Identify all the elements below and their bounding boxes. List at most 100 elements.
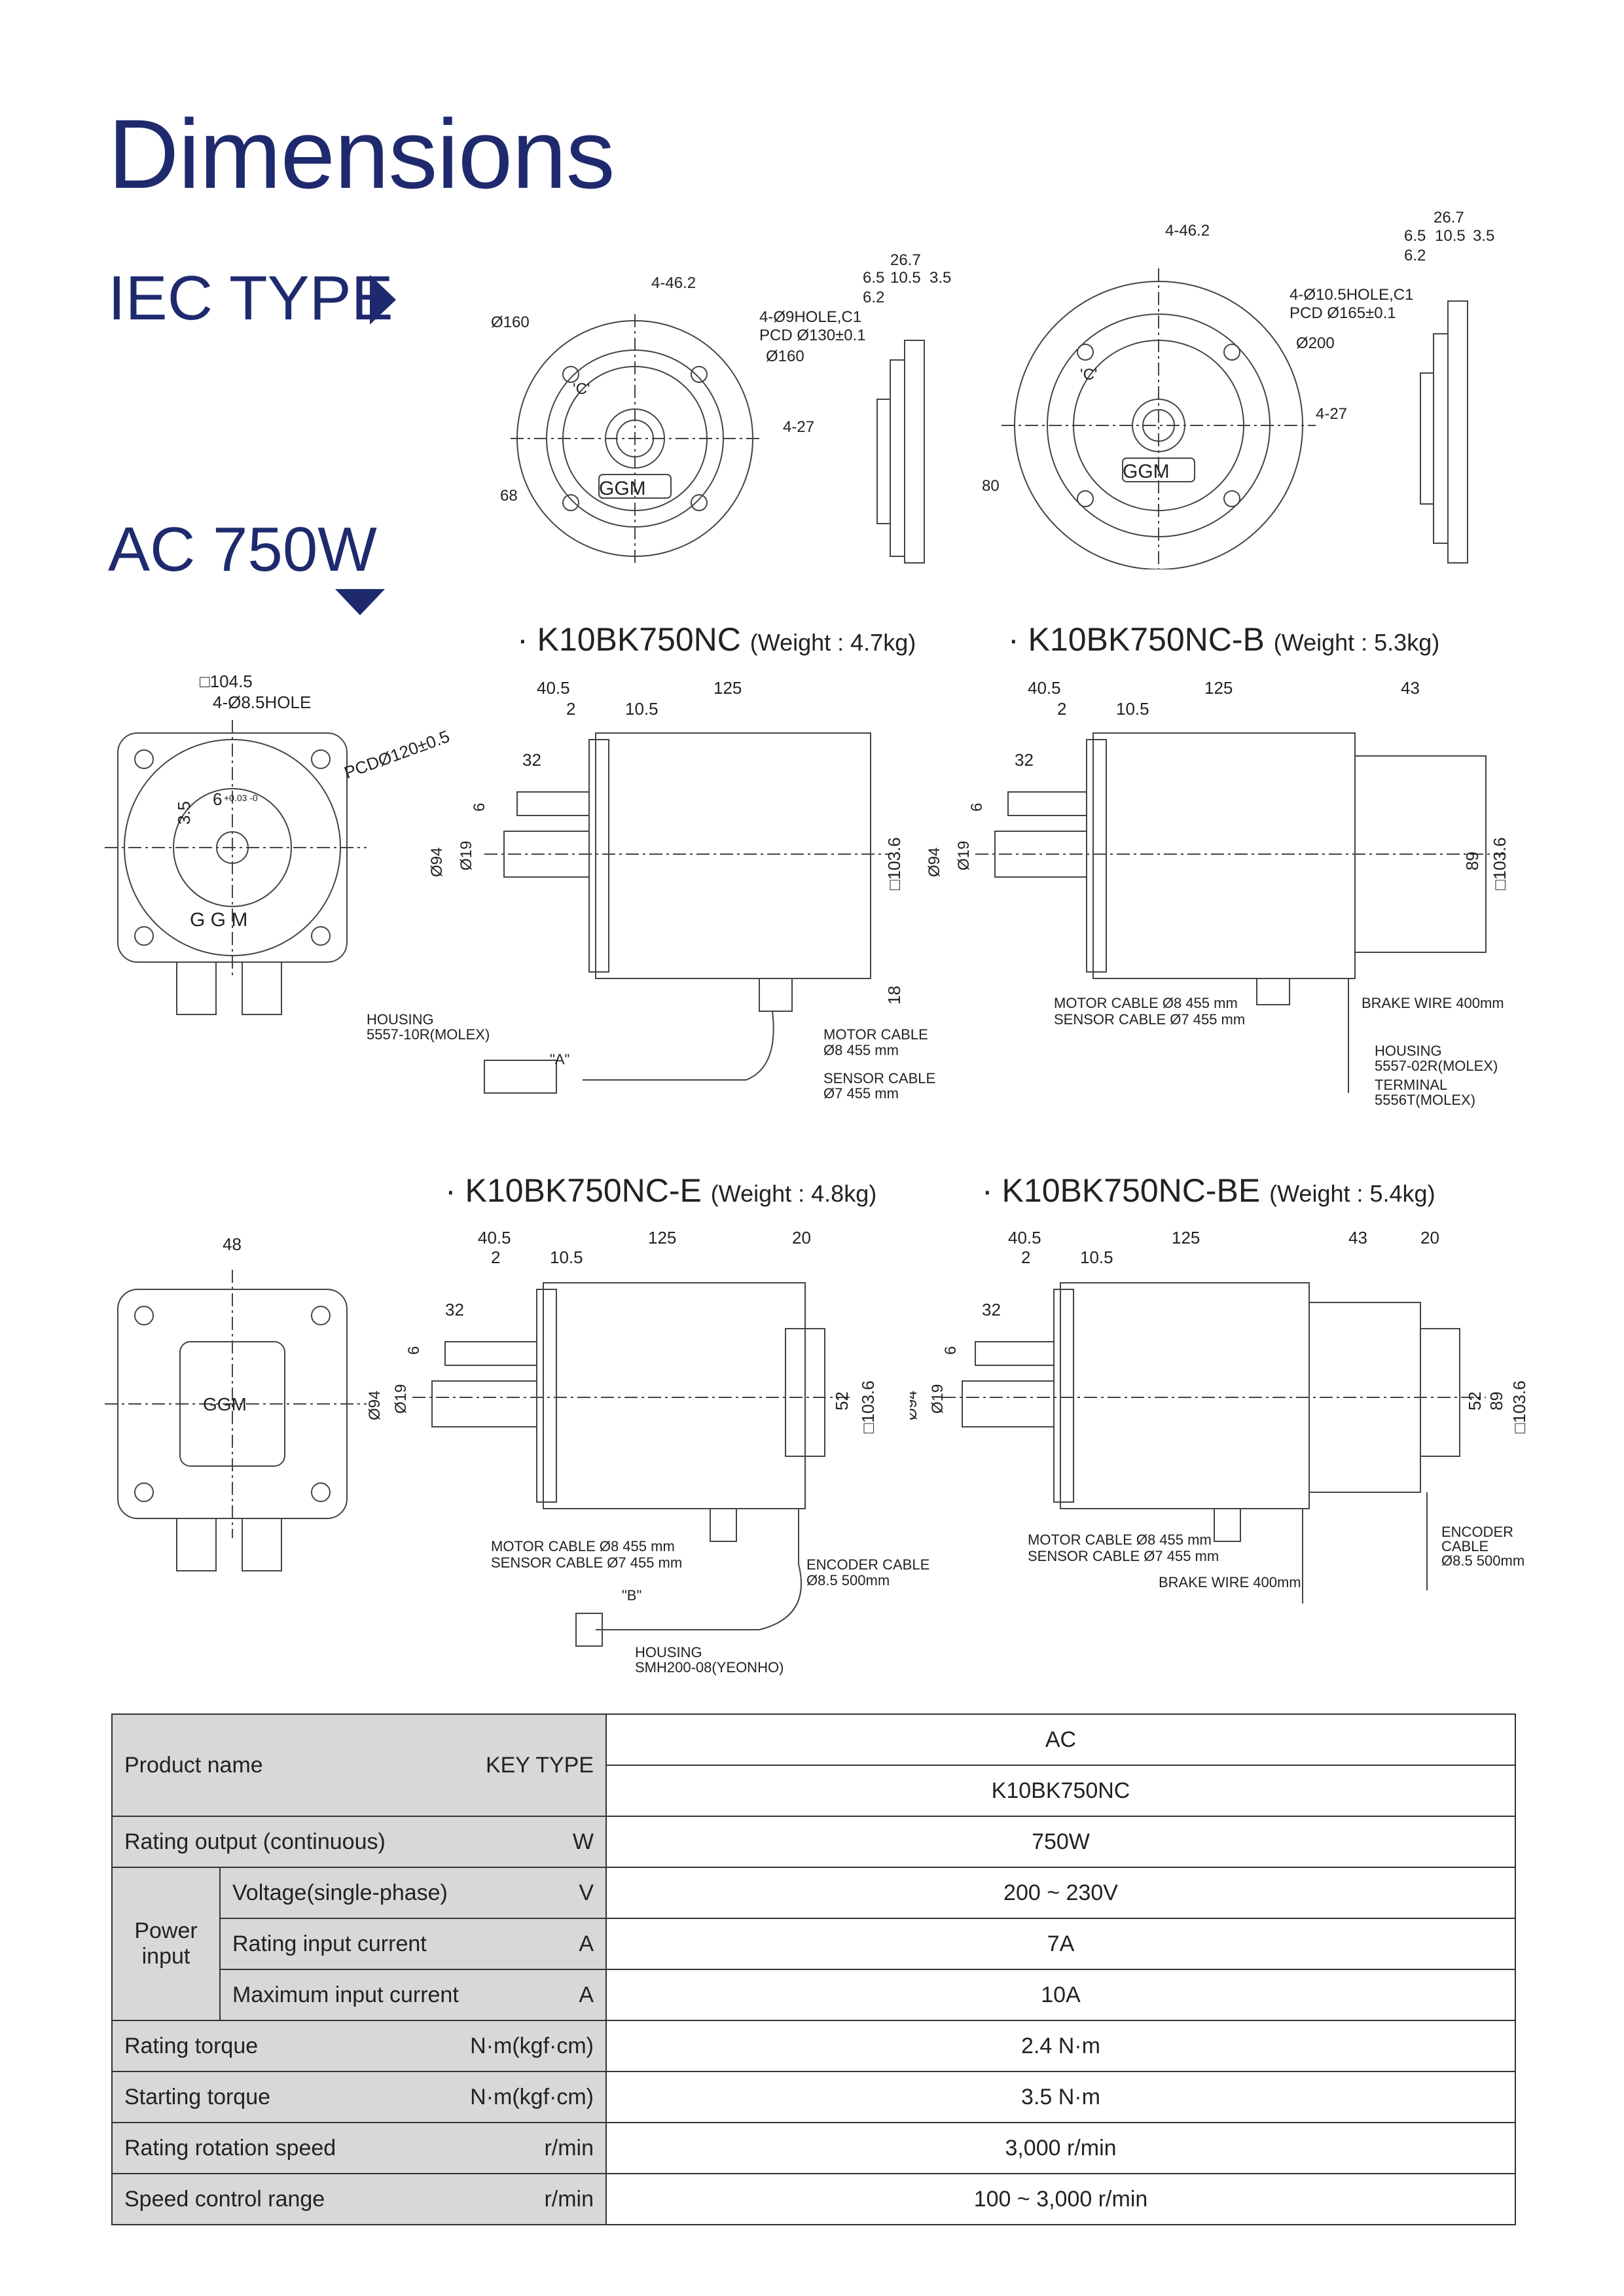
row-label: Voltage(single-phase) (232, 1880, 448, 1905)
nce-pilot: Ø94 (367, 1391, 384, 1420)
table-row: Power input Voltage(single-phase)V 200 ~… (111, 1867, 1516, 2021)
motor-nc-e-drawing: 40.5 125 20 2 10.5 32 Ø94 Ø19 6 52 □103.… (367, 1228, 929, 1676)
ncbe-d5: 32 (982, 1300, 1001, 1319)
table-row: Speed control range r/min 100 ~ 3,000 r/m… (111, 2173, 1516, 2225)
ncbe-sq: □103.6 (1509, 1380, 1529, 1433)
row-unit: W (572, 1829, 594, 1854)
front-view-logo: G G M (190, 909, 247, 931)
flange2-pcd: PCD Ø165±0.1 (1290, 304, 1396, 322)
nc-housing-part: 5557-10R(MOLEX) (367, 1026, 490, 1043)
model-heading-nc-b: · K10BK750NC-B (Weight : 5.3kg) (1008, 621, 1440, 658)
ncb-d6: 43 (1401, 678, 1420, 698)
row-value: 100 ~ 3,000 r/min (605, 2173, 1516, 2225)
ncb-pilot: Ø94 (926, 848, 943, 877)
nce-encoder: ENCODER CABLE (806, 1556, 929, 1573)
flange1-pcd: PCD Ø130±0.1 (759, 327, 866, 344)
flange2-side-total: 26.7 (1434, 209, 1464, 226)
flange2-hole: 4-Ø10.5HOLE,C1 (1290, 286, 1413, 304)
ncbe-h1: 52 (1465, 1391, 1485, 1410)
ncbe-key: 6 (942, 1346, 960, 1355)
row-unit: V (579, 1880, 594, 1905)
ncb-shaft: Ø19 (955, 841, 973, 870)
front-view-key-tol: +0.03 -0 (224, 793, 258, 803)
model-weight: (Weight : 5.3kg) (1273, 629, 1440, 656)
nce-housing-part: SMH200-08(YEONHO) (635, 1659, 784, 1676)
nc-d3: 2 (566, 699, 575, 719)
flange1-logo: GGM (599, 478, 646, 499)
flange2-side-c: 3.5 (1473, 227, 1494, 245)
model-weight: (Weight : 5.4kg) (1269, 1180, 1435, 1207)
ncb-d1: 40.5 (1028, 678, 1061, 698)
nc-sensor-cable-spec: Ø7 455 mm (823, 1085, 899, 1102)
nc-h: 18 (884, 986, 904, 1005)
nc-view-a: "A" (550, 1051, 569, 1067)
row-value: 3,000 r/min (605, 2122, 1516, 2174)
model-name: K10BK750NC (537, 621, 741, 658)
front-view-drawing: G G M □104.5 4-Ø8.5HOLE PCDØ120±0.5 6 +0… (105, 672, 452, 1015)
ncb-terminal: TERMINAL (1375, 1077, 1447, 1093)
flange1-h: 68 (500, 487, 518, 505)
model-heading-nc: · K10BK750NC (Weight : 4.7kg) (517, 621, 916, 658)
row-label: Rating torque (124, 2033, 259, 2058)
model-heading-nc-e: · K10BK750NC-E (Weight : 4.8kg) (445, 1172, 877, 1209)
flange1-side-a: 6.5 (863, 269, 884, 287)
nc-sq: □103.6 (884, 837, 904, 890)
nc-housing: HOUSING (367, 1011, 434, 1028)
nce-h: 52 (832, 1391, 852, 1410)
ncb-terminal-part: 5556T(MOLEX) (1375, 1092, 1475, 1108)
row-value: 200 ~ 230V (605, 1867, 1516, 1919)
flange1-d: Ø160 (766, 348, 804, 365)
flange-200-drawing: GGM 4-46.2 4-Ø10.5HOLE,C1 PCD Ø165±0.1 Ø… (982, 209, 1494, 569)
nc-d4: 10.5 (625, 699, 659, 719)
motor-nc-b-drawing: 40.5 125 43 2 10.5 32 Ø94 Ø19 6 89 □103.… (926, 678, 1509, 1108)
ncbe-encoder2: CABLE (1441, 1538, 1489, 1554)
flange1-side-b: 10.5 (890, 269, 921, 287)
flange-160-drawing: GGM 4-46.2 4-Ø9HOLE,C1 PCD Ø130±0.1 Ø160… (491, 251, 951, 564)
ncbe-encoder: ENCODER (1441, 1524, 1513, 1540)
row-unit: N·m(kgf·cm) (470, 2084, 594, 2109)
arrow-right-icon (370, 275, 396, 325)
table-row: K10BK750NC (112, 1765, 1516, 1817)
ncbe-d2: 125 (1172, 1228, 1200, 1247)
ncbe-sensor-cable: SENSOR CABLE Ø7 455 mm (1028, 1548, 1219, 1564)
flange1-d-outer: Ø160 (491, 314, 530, 331)
model-cell: K10BK750NC (605, 1765, 1516, 1817)
ncb-motor-cable: MOTOR CABLE Ø8 455 mm (1054, 995, 1238, 1011)
nce-shaft: Ø19 (392, 1384, 410, 1414)
ncb-d4: 10.5 (1116, 699, 1149, 719)
flange2-side-d: 6.2 (1404, 247, 1426, 264)
nce-encoder-spec: Ø8.5 500mm (806, 1572, 890, 1588)
row-label: Rating rotation speed (124, 2135, 336, 2161)
ncbe-shaft: Ø19 (929, 1384, 947, 1414)
nce-motor-cable: MOTOR CABLE Ø8 455 mm (491, 1538, 675, 1554)
ncbe-d6: 43 (1348, 1228, 1367, 1247)
flange2-side-b: 10.5 (1435, 227, 1466, 245)
front-view-size: □104.5 (200, 672, 253, 691)
row-label: Speed control range (124, 2186, 325, 2212)
row-value: 7A (605, 1918, 1516, 1970)
nce-d2: 125 (648, 1228, 676, 1247)
ncbe-d4: 10.5 (1080, 1247, 1113, 1267)
ncbe-motor-cable: MOTOR CABLE Ø8 455 mm (1028, 1532, 1212, 1548)
ncb-sq: □103.6 (1490, 837, 1509, 890)
row-value: 750W (605, 1816, 1516, 1868)
nc-motor-cable-spec: Ø8 455 mm (823, 1042, 899, 1058)
nce-view-b: "B" (622, 1587, 641, 1604)
nce-key: 6 (405, 1346, 423, 1355)
nc-shaft: Ø19 (458, 841, 475, 870)
flange1-side-d: 6.2 (863, 289, 884, 306)
ncb-sensor-cable: SENSOR CABLE Ø7 455 mm (1054, 1011, 1245, 1028)
flange2-logo: GGM (1123, 461, 1170, 482)
ncb-key: 6 (968, 803, 986, 812)
motor-nc-be-drawing: 40.5 125 43 20 2 10.5 32 Ø94 Ø19 6 52 89… (910, 1228, 1529, 1604)
row-unit: N·m(kgf·cm) (470, 2033, 594, 2058)
row-unit: r/min (544, 2186, 594, 2212)
section-ac-750w: AC 750W (108, 514, 377, 584)
ncbe-d3: 2 (1021, 1247, 1030, 1267)
product-name-label: Product name (124, 1752, 263, 1778)
model-weight: (Weight : 4.8kg) (710, 1180, 877, 1207)
